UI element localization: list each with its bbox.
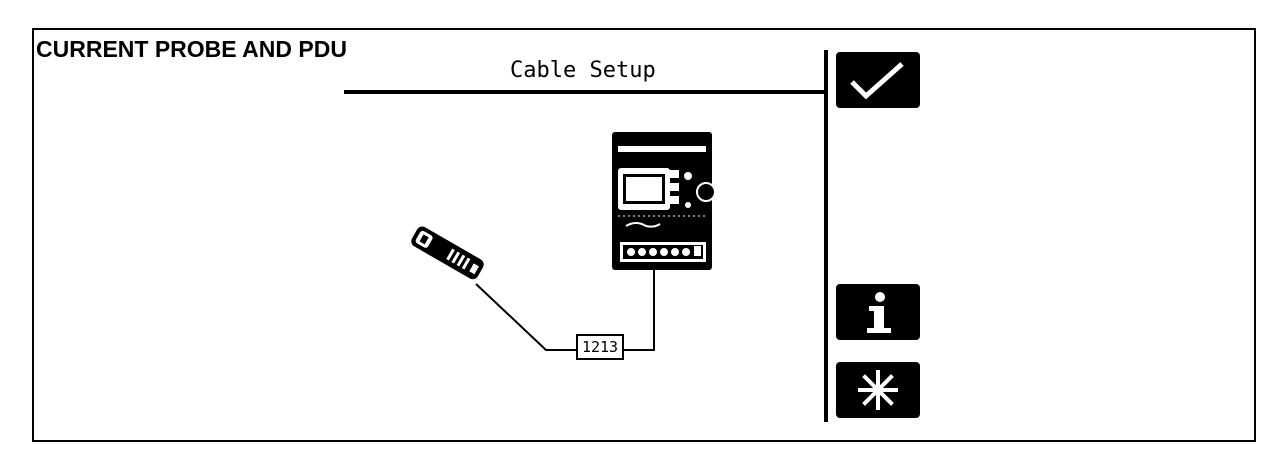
info-button[interactable] <box>836 284 920 340</box>
info-icon <box>867 292 891 333</box>
reset-button[interactable] <box>836 362 920 418</box>
current-probe-icon <box>411 226 484 280</box>
check-icon <box>850 62 904 100</box>
pdu-cable <box>624 262 655 351</box>
header-divider <box>344 90 828 94</box>
confirm-button[interactable] <box>836 52 920 108</box>
sidebar-divider <box>824 50 828 422</box>
cable-label: 1213 <box>576 334 624 360</box>
pdu-device-icon <box>612 132 716 270</box>
section-title: Cable Setup <box>510 58 656 83</box>
asterisk-icon <box>858 370 898 410</box>
page-title: CURRENT PROBE AND PDU <box>36 36 347 62</box>
probe-cable <box>475 283 576 351</box>
